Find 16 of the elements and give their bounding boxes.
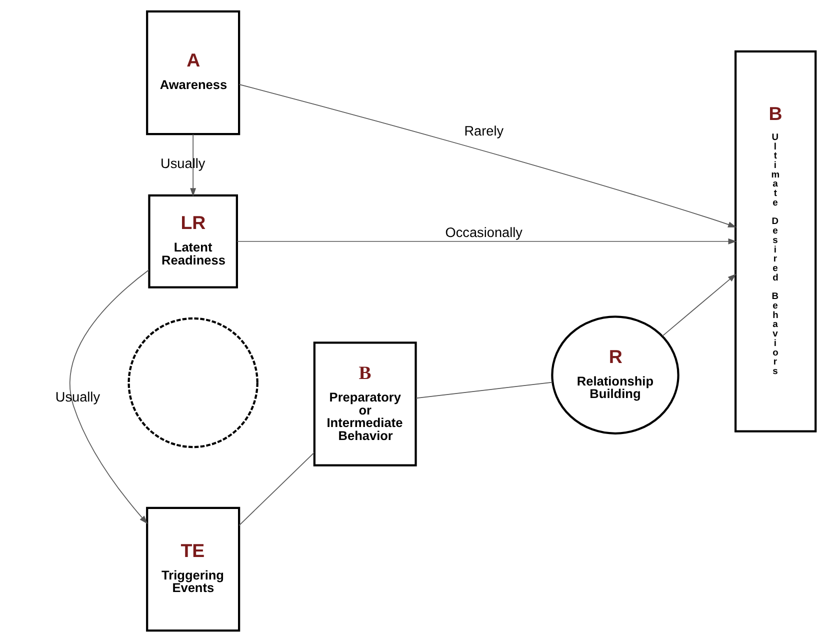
node-box: LR Latent Readiness [148,194,238,288]
edge-label: Rarely [464,124,504,139]
arrow [70,269,150,524]
node-circle: R Relationship Building [551,316,680,434]
node-box: A Awareness [146,10,240,136]
node-box: TE Triggering Events [146,506,240,632]
node-box: B Preparatory or Intermediate Behavior [313,342,417,466]
connector [238,452,315,526]
arrow [190,134,196,197]
arrow [238,84,737,228]
arrow [662,274,736,336]
node-box: B Ultimate Desired Behaviors [734,50,817,432]
connector [416,382,553,399]
edge-label: Occasionally [445,224,522,240]
node-circle [128,317,258,448]
arrow [236,238,737,244]
